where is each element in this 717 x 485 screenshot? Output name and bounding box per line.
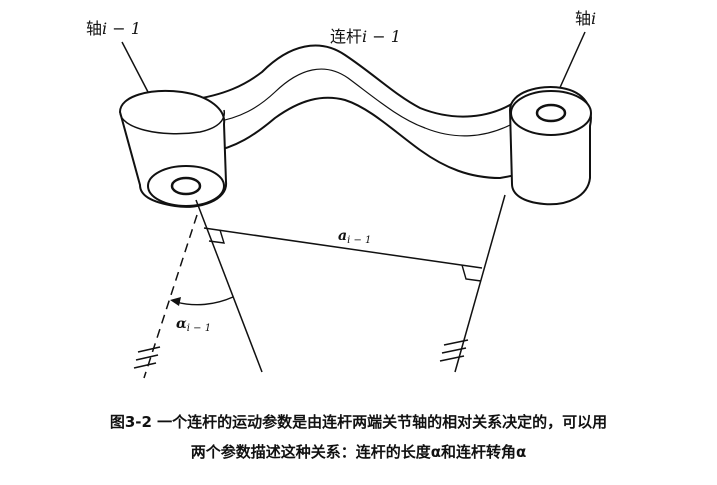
link-twist-label: αi − 1 xyxy=(176,316,211,334)
link-label: 连杆i − 1 xyxy=(330,27,401,46)
axis-next-upper-line xyxy=(557,31,586,93)
axis-next-hash-marks xyxy=(439,339,469,362)
twist-angle-arc xyxy=(175,296,234,306)
right-angle-marker-right xyxy=(461,264,482,282)
right-boss-hole xyxy=(535,103,567,123)
caption-line-1: 图3-2 一个连杆的运动参数是由连杆两端关节轴的相对关系决定的，可以用 xyxy=(109,413,608,431)
common-normal-line xyxy=(203,227,483,269)
link-arm-top-edge xyxy=(214,68,513,137)
axis-next-lower-line xyxy=(454,194,506,373)
link-length-label: ai − 1 xyxy=(338,228,371,246)
axis-prev-lower-line xyxy=(195,199,263,373)
caption-line-2: 两个参数描述这种关系：连杆的长度α和连杆转角α xyxy=(190,443,527,461)
axis-next-projected-line xyxy=(143,214,198,379)
left-boss-top-rim xyxy=(119,109,226,135)
twist-angle-arrowhead xyxy=(170,297,181,306)
left-boss-hole xyxy=(170,176,202,196)
axis-prev-label: 轴i − 1 xyxy=(86,19,141,38)
axis-prev-hash-marks xyxy=(133,346,161,369)
axis-prev-upper-line xyxy=(121,41,149,93)
right-angle-marker-left xyxy=(208,229,225,244)
axis-next-label: 轴i xyxy=(575,9,596,28)
